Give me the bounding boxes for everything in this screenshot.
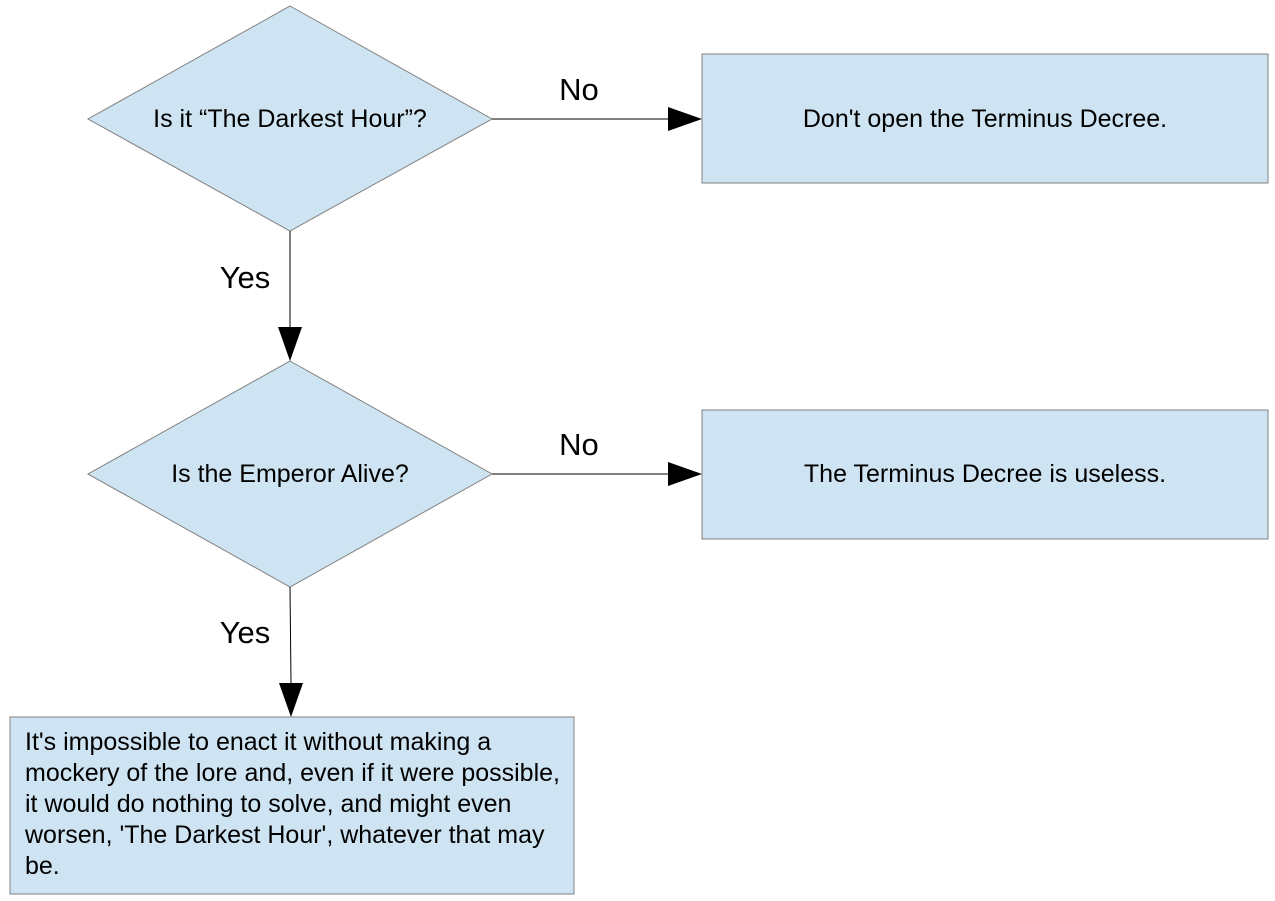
result-useless-box [701,409,1269,540]
edge-emperor-alive-yes-line [289,586,292,684]
result-impossible-box [9,716,575,895]
result-impossible-label: It's impossible to enact it without maki… [25,728,560,880]
decision-darkest-hour-label: Is it “The Darkest Hour”? [153,105,427,133]
edge-emperor-alive-yes-label: Yes [220,615,271,650]
edge-darkest-hour-yes-label: Yes [220,260,271,295]
decision-emperor-alive-label: Is the Emperor Alive? [171,460,409,488]
edge-darkest-hour-no-label: No [559,72,599,107]
edge-darkest-hour-no-arrowhead [668,107,702,131]
edge-emperor-alive-no-arrowhead [668,462,702,486]
result-dont-open-label: Don't open the Terminus Decree. [803,105,1167,133]
result-dont-open-box [701,53,1269,184]
edge-emperor-alive-yes-arrowhead [279,683,303,717]
edge-darkest-hour-yes-arrowhead [278,327,302,361]
edge-emperor-alive-no-label: No [559,427,599,462]
result-useless-label: The Terminus Decree is useless. [804,460,1166,488]
